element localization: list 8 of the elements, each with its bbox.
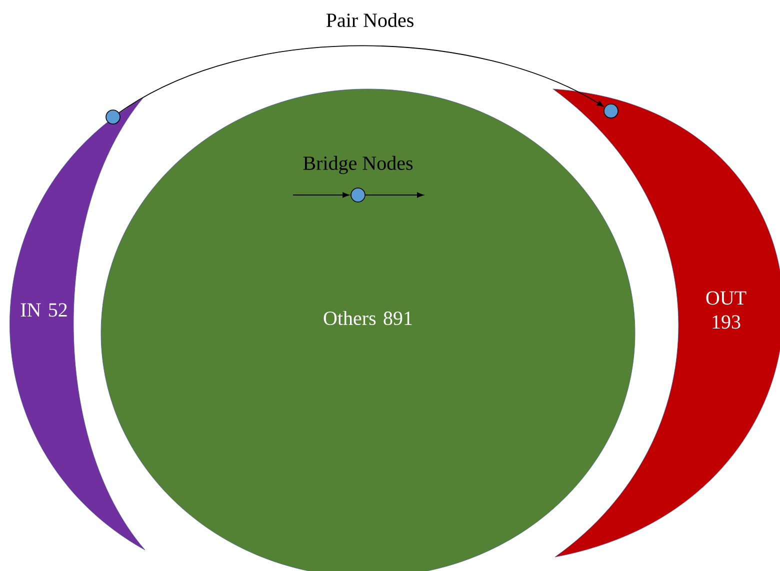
arrow [364, 192, 424, 198]
node-label: Bridge Nodes [303, 156, 413, 174]
node-dot [106, 110, 120, 124]
node-dot [350, 188, 366, 202]
arrow [118, 45, 604, 114]
edge-label: Pair Nodes [326, 12, 414, 28]
arrow [292, 192, 350, 198]
node-dot [604, 104, 618, 118]
